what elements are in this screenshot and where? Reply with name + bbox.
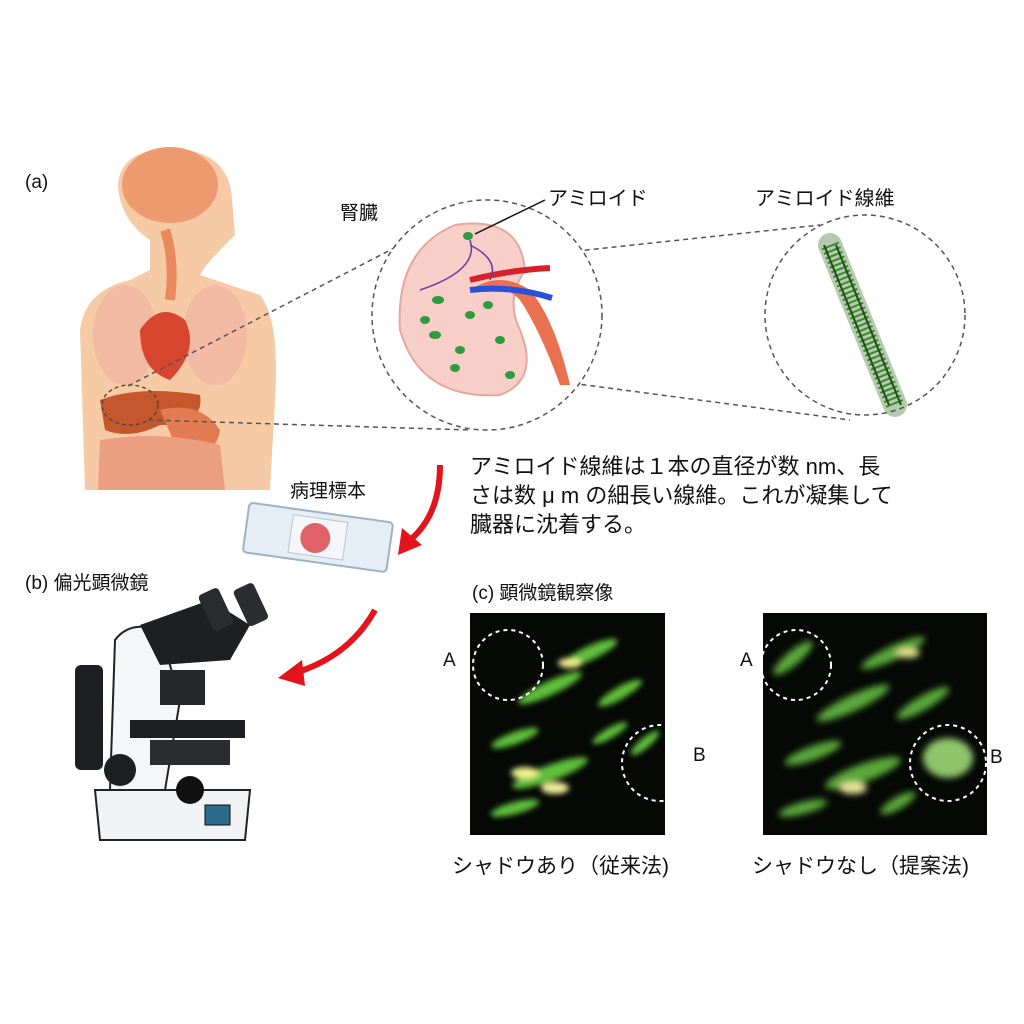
- kidney-label: 腎臓: [340, 203, 379, 224]
- panel-b-label: (b) 偏光顕微鏡: [25, 573, 149, 594]
- micrograph-proposed: [763, 613, 987, 835]
- amyloid-fiber-illustration: [818, 233, 907, 417]
- kidney-illustration: [398, 222, 570, 397]
- pathology-slide: [242, 502, 394, 573]
- caption-proposed: シャドウなし（提案法): [752, 855, 969, 878]
- amyloid-pointer-line: [474, 199, 546, 235]
- red-arrow-to-slide: [398, 464, 443, 555]
- caption-conventional: シャドウあり（従来法): [452, 855, 669, 878]
- description-line: アミロイド線維は１本の直径が数 nm、長: [470, 454, 881, 479]
- panel-a-label: (a): [25, 172, 49, 193]
- region-a-label: A: [740, 650, 753, 671]
- red-arrow-to-microscope: [278, 608, 378, 686]
- panel-c-label: (c) 顕微鏡観察像: [472, 583, 614, 604]
- specimen-label: 病理標本: [290, 481, 367, 502]
- micrograph-conventional: [470, 613, 665, 835]
- human-body-illustration: [80, 147, 276, 490]
- region-a-label: A: [443, 650, 456, 671]
- microscope-illustration: [75, 583, 269, 841]
- amyloid-description: アミロイド線維は１本の直径が数 nm、長 さは数 μ m の細長い線維。これが凝…: [470, 452, 960, 539]
- region-b-label: B: [693, 745, 706, 766]
- region-b-label: B: [990, 747, 1003, 768]
- description-line: 臓器に沈着する。: [470, 512, 647, 537]
- amyloid-label: アミロイド: [548, 188, 648, 210]
- description-line: さは数 μ m の細長い線維。これが凝集して: [470, 483, 893, 508]
- amyloid-fiber-label: アミロイド線維: [755, 188, 895, 210]
